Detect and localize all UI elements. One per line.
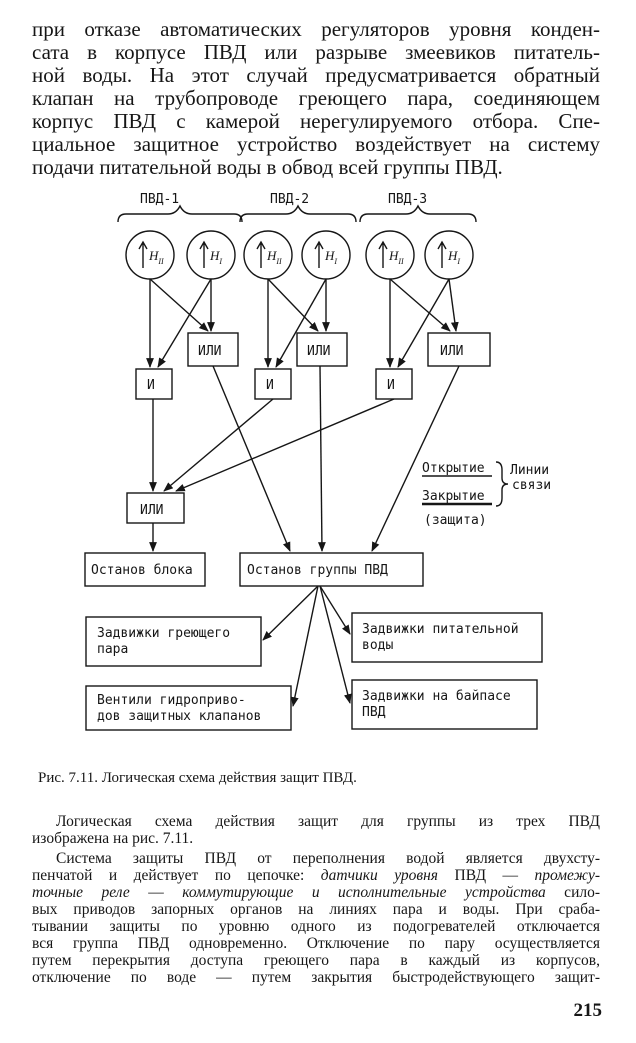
svg-text:HI: HI	[209, 248, 222, 266]
legend-brace	[495, 461, 509, 507]
text-italic: точные реле	[32, 884, 130, 901]
legend-lines: Линии	[510, 463, 549, 478]
and-to-block-links	[149, 398, 395, 492]
output-bypass-valves-box	[351, 679, 538, 730]
figure-caption: Рис. 7.11. Логическая схема действия защ…	[38, 770, 357, 786]
output-steam-valves-box	[85, 616, 262, 667]
group-bracket	[359, 204, 477, 223]
or-gate-box	[296, 332, 348, 367]
text-line: сата в корпусе ПВД или разрыве змеевиков…	[32, 40, 600, 64]
and-gate-label: И	[387, 378, 395, 393]
legend-lines: связи	[512, 478, 551, 493]
output-feedwater-valves-label: Задвижки питательной	[362, 622, 519, 637]
sensor-links	[146, 278, 459, 368]
and-gate-label: И	[147, 378, 155, 393]
sensor-label-sub: I	[333, 257, 337, 266]
text-line: вых приводов запорных органов на линиях …	[32, 901, 600, 918]
sensor-label-sub: II	[157, 257, 164, 266]
svg-text:HI: HI	[324, 248, 337, 266]
text-line: точные реле — коммутирующие и исполнител…	[32, 884, 600, 901]
text-span: сило-	[545, 884, 601, 901]
output-feedwater-valves-box	[351, 612, 543, 663]
and-gate-label: И	[266, 378, 274, 393]
stop-block-label: Останов блока	[91, 563, 193, 578]
stop-block-box	[84, 552, 206, 587]
legend-protection: (защита)	[424, 513, 487, 528]
text-span: ПВД —	[438, 867, 535, 884]
block-or-gate-box	[126, 492, 185, 524]
or-gate-label: ИЛИ	[198, 344, 221, 359]
text-line: путем перекрытия доступа греющего пара в…	[32, 952, 600, 969]
or-gate-label: ИЛИ	[440, 344, 463, 359]
text-line: Система защиты ПВД от переполнения водой…	[56, 850, 600, 867]
text-line: тывании защиты по уровню одного из подог…	[32, 918, 600, 935]
or-gate-label: ИЛИ	[307, 344, 330, 359]
svg-text:HI: HI	[447, 248, 460, 266]
text-italic: коммутирующие и исполнительные устройств…	[182, 884, 546, 901]
text-line: при отказе автоматических регуляторов ур…	[32, 17, 600, 41]
text-line: пенчатой и действует по цепочке: датчики…	[32, 867, 600, 884]
up-arrow-icon	[256, 240, 266, 268]
sensor-label-h: H	[447, 248, 458, 263]
text-line: подачи питательной воды в обвод всей гру…	[32, 155, 503, 179]
up-arrow-icon	[378, 240, 388, 268]
svg-text:HII: HII	[388, 248, 404, 266]
output-hydraulic-valves-label: Вентили гидроприво-	[97, 693, 246, 708]
sensor-label-h: H	[266, 248, 277, 263]
text-line: Логическая схема действия защит для груп…	[56, 813, 600, 830]
legend-open: Открытие	[422, 461, 485, 476]
group-bracket	[239, 204, 357, 223]
stop-group-box	[239, 552, 424, 587]
group-label-pvd1: ПВД-1	[140, 192, 179, 207]
output-feedwater-valves-label: воды	[362, 638, 393, 653]
sensor-label-h: H	[324, 248, 335, 263]
group-label-pvd3: ПВД-3	[388, 192, 427, 207]
sensor-label-sub: I	[456, 257, 460, 266]
text-line: клапан на трубопроводе греющего пара, со…	[32, 86, 600, 110]
text-line: вся группа ПВД одновременно. Отключение …	[32, 935, 600, 952]
sensor-label-h: H	[148, 248, 159, 263]
sensor-labels: HII HI HII HI HII HI	[148, 248, 460, 266]
group-bracket	[117, 204, 243, 223]
text-line: корпус ПВД с камерой нерегулируемого отб…	[32, 109, 600, 133]
and-gate-box	[135, 368, 173, 400]
output-steam-valves-label: Задвижки греющего	[97, 626, 230, 641]
output-hydraulic-valves-box	[85, 685, 292, 731]
text-line: изображена на рис. 7.11.	[32, 830, 194, 847]
text-italic: датчики уровня	[320, 867, 439, 884]
sensor-label-sub: II	[397, 257, 404, 266]
sensors	[125, 230, 474, 280]
text-span: —	[129, 884, 183, 901]
page-number: 215	[573, 1000, 603, 1021]
output-steam-valves-label: пара	[97, 642, 128, 657]
up-arrow-icon	[138, 240, 148, 268]
up-arrow-icon	[199, 240, 209, 268]
text-line: ной воды. На этот случай предусматривает…	[32, 63, 600, 87]
output-hydraulic-valves-label: дов защитных клапанов	[97, 709, 261, 724]
sensor-label-h: H	[388, 248, 399, 263]
group-label-pvd2: ПВД-2	[270, 192, 309, 207]
text-italic: промежу-	[534, 867, 601, 884]
sensor-label-sub: II	[275, 257, 282, 266]
sensor-label-h: H	[209, 248, 220, 263]
text-line: отключение по воде — путем закрытия быст…	[32, 969, 600, 986]
stop-group-label: Останов группы ПВД	[247, 563, 388, 578]
output-bypass-valves-label: ПВД	[362, 705, 386, 720]
block-or-gate-label: ИЛИ	[140, 503, 163, 518]
up-arrow-icon	[437, 240, 447, 268]
stop-group-to-output-links	[262, 585, 352, 707]
text-span: пенчатой и действует по цепочке:	[32, 867, 321, 884]
output-bypass-valves-label: Задвижки на байпасе	[362, 689, 511, 704]
or-to-stop-group-links	[212, 365, 460, 552]
up-arrow-icon	[314, 240, 324, 268]
legend-close: Закрытие	[422, 489, 485, 504]
sensor-label-sub: I	[218, 257, 222, 266]
text-line: циальное защитное устройство воздействуе…	[32, 132, 600, 156]
svg-text:HII: HII	[266, 248, 282, 266]
svg-text:HII: HII	[148, 248, 164, 266]
